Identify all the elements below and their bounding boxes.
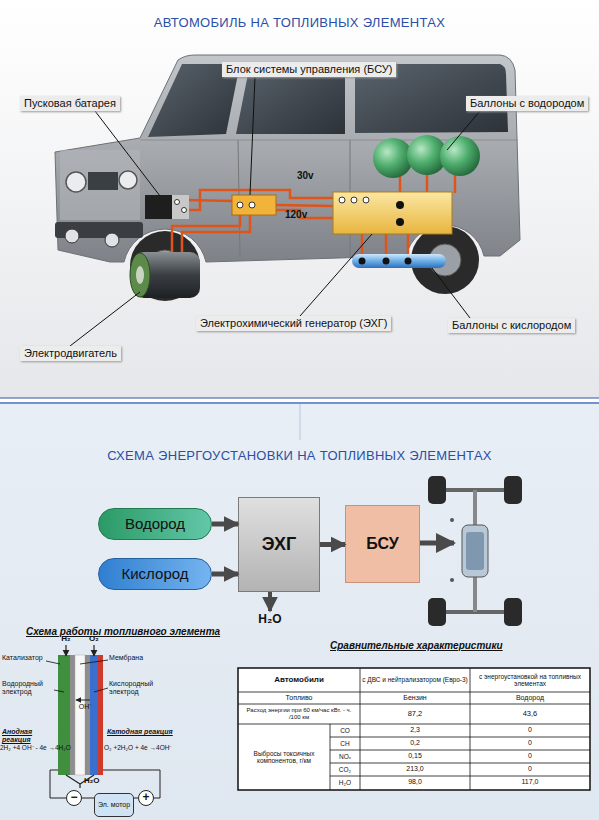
input-label: O₂: [85, 634, 103, 643]
node-text: +: [142, 791, 149, 804]
table-header: с ДВС и нейтрализатором (Евро-3): [360, 668, 470, 692]
table-cell: 0,15: [360, 750, 470, 763]
callout-label: Пусковая батарея: [20, 96, 120, 111]
motor-box: Эл. мотор: [94, 793, 134, 817]
callout-label: Блок системы управления (БСУ): [222, 62, 396, 77]
table-cell: 98,0: [360, 776, 470, 789]
callout-label: Электрохимический генератор (ЭХГ): [196, 316, 391, 331]
table-cell: Бензин: [360, 692, 470, 704]
table-cell: 117,0: [470, 776, 590, 789]
reaction-title: Анодная реакция: [2, 728, 58, 744]
table-cell: 0: [470, 750, 590, 763]
process-box: ЭХГ: [238, 497, 320, 592]
terminal-circle: +: [138, 790, 154, 806]
table-cell: CO: [330, 724, 360, 737]
table-cell: NOₓ: [330, 750, 360, 763]
flow-arrow: [212, 572, 238, 577]
table-cell: 43,6: [470, 704, 590, 724]
voltage-label: 30v: [297, 170, 314, 182]
table-header: Автомобили: [238, 668, 360, 692]
table-cell: Выбросы токсичных компонентов, г/км: [238, 724, 330, 790]
callout-label: Баллоны с водородом: [466, 96, 588, 111]
part-label: Кислородный электрод: [109, 680, 169, 696]
part-label: Водородный электрод: [2, 680, 56, 696]
table-cell: 0: [470, 763, 590, 776]
node-text: ЭХГ: [262, 535, 297, 555]
table-cell: Расход энергии при 60 км/час кВт. - ч. /…: [238, 704, 360, 724]
callout-label: Электродвигатель: [20, 346, 121, 361]
flow-arrow: [320, 542, 345, 547]
node-text: Кислород: [122, 566, 189, 583]
node-text: −: [70, 791, 77, 804]
wire-line: [82, 798, 94, 799]
output-label: H₂O: [84, 776, 114, 785]
reaction-title: Катодная реакция: [107, 728, 187, 736]
table-cell: 0: [470, 724, 590, 737]
part-label: Мембрана: [109, 654, 169, 662]
part-label: Катализатор: [2, 654, 48, 662]
table-cell: H₂O: [330, 776, 360, 789]
reaction-formula: O₂ +2H₂O + 4e →4OH⁻: [104, 744, 200, 751]
flow-arrow: [212, 522, 238, 527]
ion-label: OH⁻: [76, 703, 94, 711]
subsection-title: Схема работы топливного элемента: [26, 626, 246, 638]
page-title: АВТОМОБИЛЬ НА ТОПЛИВНЫХ ЭЛЕМЕНТАХ: [0, 16, 599, 31]
voltage-label: 120v: [285, 209, 307, 221]
input-pill: Кислород: [98, 558, 212, 590]
node-text: Эл. мотор: [98, 801, 130, 809]
output-label: H₂O: [255, 613, 285, 627]
section-title: СХЕМА ЭНЕРГОУСТАНОВКИ НА ТОПЛИВНЫХ ЭЛЕМЕ…: [0, 449, 599, 464]
process-box: БСУ: [345, 505, 420, 583]
table-cell: CH: [330, 737, 360, 750]
table-cell: 0: [470, 737, 590, 750]
input-pill: Водород: [98, 508, 212, 540]
node-text: БСУ: [366, 535, 399, 553]
input-label: H₂: [57, 634, 75, 643]
table-cell: Водород: [470, 692, 590, 704]
node-text: Водород: [125, 516, 185, 533]
table-header: с энергоустановкой на топливных элемента…: [470, 668, 590, 692]
table-cell: 213,0: [360, 763, 470, 776]
table-title: Сравнительные характеристики: [330, 640, 550, 652]
reaction-formula: 2H₂ +4 OH⁻ - 4e →4H₂O: [0, 744, 76, 751]
table-cell: 0,2: [360, 737, 470, 750]
table-cell: 2,3: [360, 724, 470, 737]
terminal-circle: −: [66, 790, 82, 806]
table-cell: 87,2: [360, 704, 470, 724]
table-cell: CO₂: [330, 763, 360, 776]
table-cell: Топливо: [238, 692, 360, 704]
callout-label: Баллоны с кислородом: [448, 318, 575, 333]
